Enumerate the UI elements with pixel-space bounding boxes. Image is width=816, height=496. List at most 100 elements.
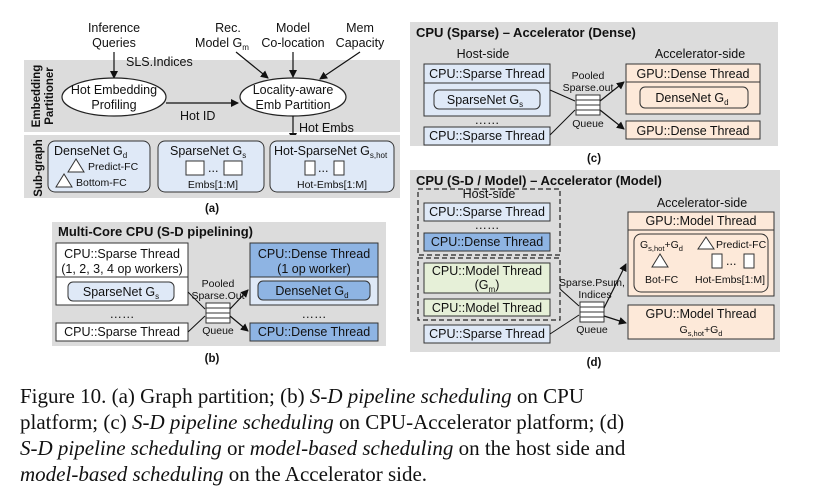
- arrow-to-dense: [229, 289, 249, 310]
- predict-fc-triangle-icon: [67, 158, 85, 173]
- panel-b-label: (b): [205, 353, 220, 365]
- gpu-model-thread-box-bottom: [627, 304, 775, 340]
- caption-line-1: Figure 10. (a) Graph partition; (b) S-D …: [20, 384, 584, 408]
- queue-label: Queue: [576, 324, 608, 336]
- sparsenet-box: [157, 140, 265, 193]
- gpu-model-thread-bottom-label: GPU::Model Thread: [646, 307, 757, 321]
- mem-capacity-label-2: Capacity: [336, 36, 385, 50]
- queue-icon: [575, 94, 601, 116]
- queue-label: Queue: [202, 325, 234, 337]
- gpu-dense-thread-bottom-label: GPU::Dense Thread: [636, 124, 749, 138]
- gshot-plus-gd-bottom-label: Gs,hot+Gd: [680, 324, 723, 338]
- panel-d: CPU (S-D / Model) – Accelerator (Model) …: [410, 170, 780, 369]
- cpu-dense-thread-box: [423, 232, 551, 252]
- mem-capacity-label-1: Mem: [346, 21, 374, 35]
- caption-line-3: S-D pipeline scheduling or model-based s…: [20, 436, 626, 460]
- densenet-box: [47, 140, 151, 193]
- arrow-rec-model: [235, 51, 269, 79]
- densenet-block: [639, 86, 749, 109]
- gpu-dense-thread-label: GPU::Dense Thread: [636, 67, 749, 81]
- arrow-to-queue: [549, 314, 580, 335]
- bot-fc-triangle-icon: [651, 253, 669, 268]
- predict-fc-label: Predict-FC: [716, 239, 767, 251]
- pooled-label-2: Sparse.out: [563, 82, 614, 94]
- cpu-model-thread-label: CPU::Model Thread: [432, 264, 542, 278]
- cpu-sparse-thread-label: CPU::Sparse Thread: [429, 67, 545, 81]
- rec-model-label-1: Rec.: [215, 21, 241, 35]
- hot-sparsenet-box: [269, 140, 395, 193]
- more-threads-dots: ……: [110, 307, 135, 321]
- cpu-dense-thread-header: [249, 242, 379, 278]
- model-gm-label: (Gm): [475, 278, 500, 294]
- densenet-label: DenseNet Gd: [655, 91, 728, 107]
- arrow-mem-capacity: [319, 51, 361, 80]
- more-threads-dots: ……: [475, 113, 500, 127]
- arrow-to-queue: [559, 288, 580, 307]
- sparsenet-label: SparseNet Gs: [83, 285, 159, 301]
- panel-c: CPU (Sparse) – Accelerator (Dense) Host-…: [410, 22, 778, 165]
- panel-d-title: CPU (S-D / Model) – Accelerator (Model): [416, 173, 662, 188]
- cpu-sparse-thread-box: [423, 202, 551, 222]
- hot-embs-range-label: Hot-Embs[1:M]: [695, 274, 765, 286]
- model-colocation-label-2: Co-location: [261, 36, 324, 50]
- embedding-table-icon: [223, 160, 243, 176]
- rec-model-label-2: Model Gm: [195, 36, 249, 52]
- sparsenet-block: [67, 281, 175, 302]
- arrow-to-gpu: [603, 315, 627, 325]
- panel-d-label: (d): [587, 357, 602, 369]
- predict-fc-label: Predict-FC: [88, 161, 139, 173]
- queue-icon: [205, 302, 231, 324]
- hot-emb-dots: ...: [726, 254, 736, 268]
- caption-line-2: platform; (c) S-D pipeline scheduling on…: [20, 410, 624, 434]
- cpu-model-thread-box-2: [423, 298, 551, 317]
- arrow-to-queue: [549, 109, 576, 136]
- hot-sparsenet-dots: ...: [318, 161, 328, 175]
- profiling-label-1: Hot Embedding: [71, 83, 157, 97]
- panel-c-title: CPU (Sparse) – Accelerator (Dense): [416, 25, 636, 40]
- cpu-sparse-thread-bottom-label: CPU::Sparse Thread: [429, 327, 545, 341]
- hot-embedding-table-icon: [333, 160, 345, 176]
- gpu-model-block: [633, 233, 769, 293]
- partition-label-2: Emb Partition: [255, 98, 330, 112]
- cpu-sparse-thread-label: CPU::Sparse Thread: [64, 247, 180, 261]
- sparsenet-block: [433, 89, 541, 110]
- hot-embs-label: Hot Embs: [299, 121, 354, 135]
- more-dense-dots: ……: [302, 307, 327, 321]
- predict-fc-triangle-icon: [697, 236, 715, 250]
- partition-label-1: Locality-aware: [253, 83, 334, 97]
- caption-line-4: model-based scheduling on the Accelerato…: [20, 462, 427, 486]
- hot-id-label: Hot ID: [180, 109, 215, 123]
- cpu-dense-thread-box-bottom: [249, 322, 379, 342]
- queue-label: Queue: [572, 118, 604, 130]
- host-side-label: Host-side: [457, 47, 510, 61]
- arrow-to-gpu: [603, 263, 627, 309]
- sparsenet-title: SparseNet Gs: [170, 144, 246, 160]
- sls-indices-label: SLS.Indices: [126, 55, 193, 69]
- arrow-to-gpu: [599, 81, 625, 102]
- panel-b-title: Multi-Core CPU (S-D pipelining): [58, 224, 253, 239]
- pooled-label-1: Pooled: [572, 70, 605, 82]
- densenet-block: [257, 280, 371, 301]
- embedding-table-icon: [185, 160, 205, 176]
- cpu-dense-thread-bottom-label: CPU::Dense Thread: [258, 325, 370, 339]
- cpu-dense-thread-label: CPU::Dense Thread: [258, 247, 370, 261]
- panel-c-label: (c): [587, 153, 601, 165]
- bottom-fc-label: Bottom-FC: [76, 177, 127, 189]
- hot-embedding-table-icon: [711, 253, 723, 269]
- gpu-dense-thread-box-bottom: [625, 120, 761, 140]
- pooled-label-2: Sparse.Out: [191, 290, 244, 302]
- arrow-to-queue: [549, 89, 576, 102]
- embedding-partitioner-label-2: Partitioner: [44, 67, 56, 125]
- panel-b: Multi-Core CPU (S-D pipelining) CPU::Spa…: [52, 222, 386, 365]
- accelerator-side-label: Accelerator-side: [657, 196, 747, 210]
- panel-a: Inference Queries Rec. Model Gm Model Co…: [24, 21, 400, 215]
- arrow-to-dense: [229, 315, 249, 332]
- arrow-to-gpu: [599, 109, 625, 130]
- inference-queries-label-2: Queries: [92, 36, 136, 50]
- pooled-label-1: Pooled: [202, 278, 235, 290]
- dots-1: ……: [475, 218, 500, 232]
- model-colocation-label-1: Model: [276, 21, 310, 35]
- sparsenet-dots: ...: [208, 161, 218, 175]
- profiling-label-2: Profiling: [91, 98, 136, 112]
